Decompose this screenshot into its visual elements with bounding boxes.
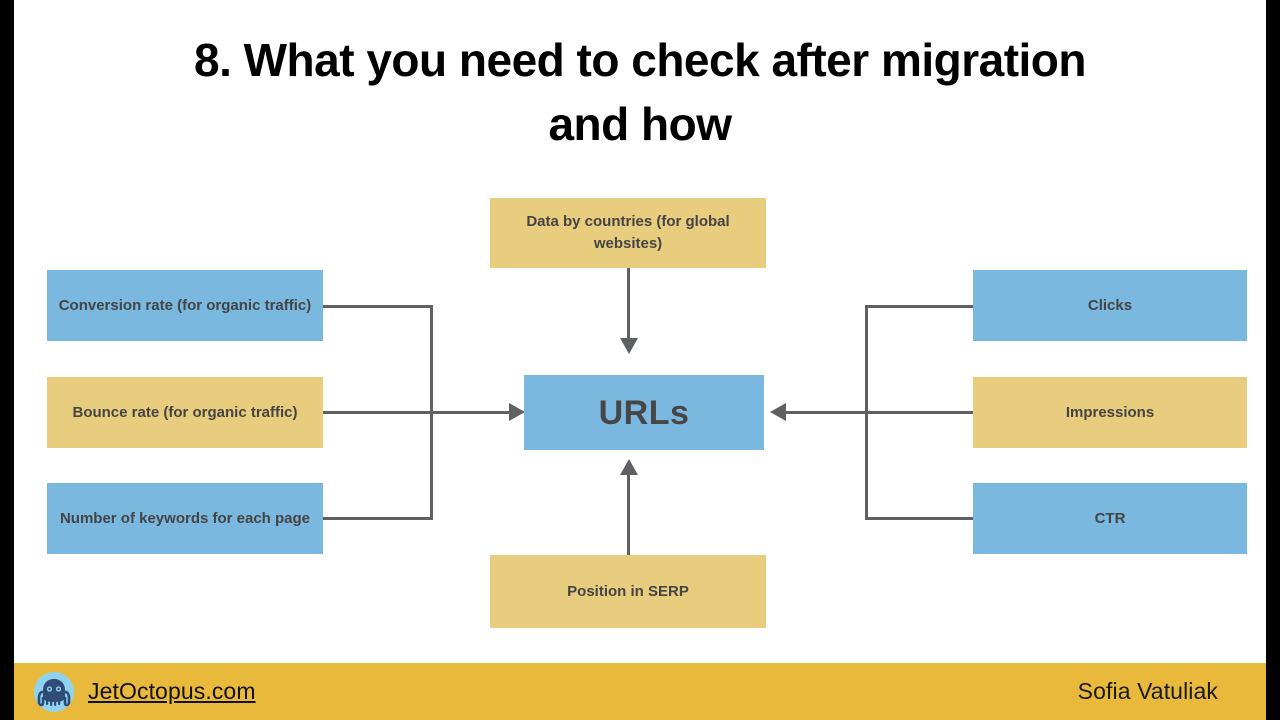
connector-left-to-hub	[430, 411, 509, 414]
connector-right-middle-stub	[865, 411, 975, 414]
connector-left-middle-stub	[323, 411, 433, 414]
diagram-box-data-by-countries[interactable]: Data by countries (for global websites)	[490, 198, 766, 268]
slide-stage: 8. What you need to check after migratio…	[14, 0, 1266, 720]
connector-right-to-hub	[786, 411, 865, 414]
diagram-box-label: Bounce rate (for organic traffic)	[72, 403, 298, 421]
connector-top-to-hub	[627, 268, 630, 340]
diagram-box-label: CTR	[1094, 509, 1126, 527]
octopus-icon	[34, 671, 74, 712]
connector-left-top-stub	[323, 305, 433, 308]
connector-bottom-to-hub	[627, 475, 630, 555]
diagram-box-impressions[interactable]: Impressions	[973, 377, 1247, 448]
connector-right-bottom-stub	[865, 517, 975, 520]
arrow-left-to-hub	[509, 403, 525, 421]
footer-site-link[interactable]: JetOctopus.com	[88, 678, 256, 704]
diagram-box-label: Conversion rate (for organic traffic)	[58, 296, 312, 314]
connector-right-top-stub	[865, 305, 975, 308]
diagram-box-conversion-rate[interactable]: Conversion rate (for organic traffic)	[47, 270, 323, 341]
diagram-box-clicks[interactable]: Clicks	[973, 270, 1247, 341]
diagram-box-bounce-rate[interactable]: Bounce rate (for organic traffic)	[47, 377, 323, 448]
connector-right-trunk	[865, 305, 868, 520]
connector-left-bottom-stub	[323, 517, 433, 520]
page-title: 8. What you need to check after migratio…	[194, 34, 1087, 150]
diagram-box-ctr[interactable]: CTR	[973, 483, 1247, 554]
diagram-box-position-in-serp[interactable]: Position in SERP	[490, 555, 766, 628]
diagram-box-label: Position in SERP	[567, 582, 689, 600]
arrow-right-to-hub	[770, 403, 786, 421]
footer-bar: JetOctopus.com Sofia Vatuliak	[14, 663, 1266, 720]
diagram-box-label: URLs	[598, 393, 690, 432]
diagram-box-label: Number of keywords for each page	[59, 509, 311, 527]
footer-brand[interactable]: JetOctopus.com	[34, 671, 256, 712]
diagram-box-label: Impressions	[1065, 403, 1155, 421]
diagram-box-urls[interactable]: URLs	[524, 375, 764, 450]
arrow-bottom-to-hub	[620, 459, 638, 475]
footer-author-name: Sofia Vatuliak	[1077, 678, 1218, 704]
diagram-box-label: Clicks	[1087, 296, 1133, 314]
diagram-box-number-of-keywords[interactable]: Number of keywords for each page	[47, 483, 323, 554]
diagram-box-label: Data by countries (for global websites)	[526, 213, 730, 252]
arrow-top-to-hub	[620, 338, 638, 354]
